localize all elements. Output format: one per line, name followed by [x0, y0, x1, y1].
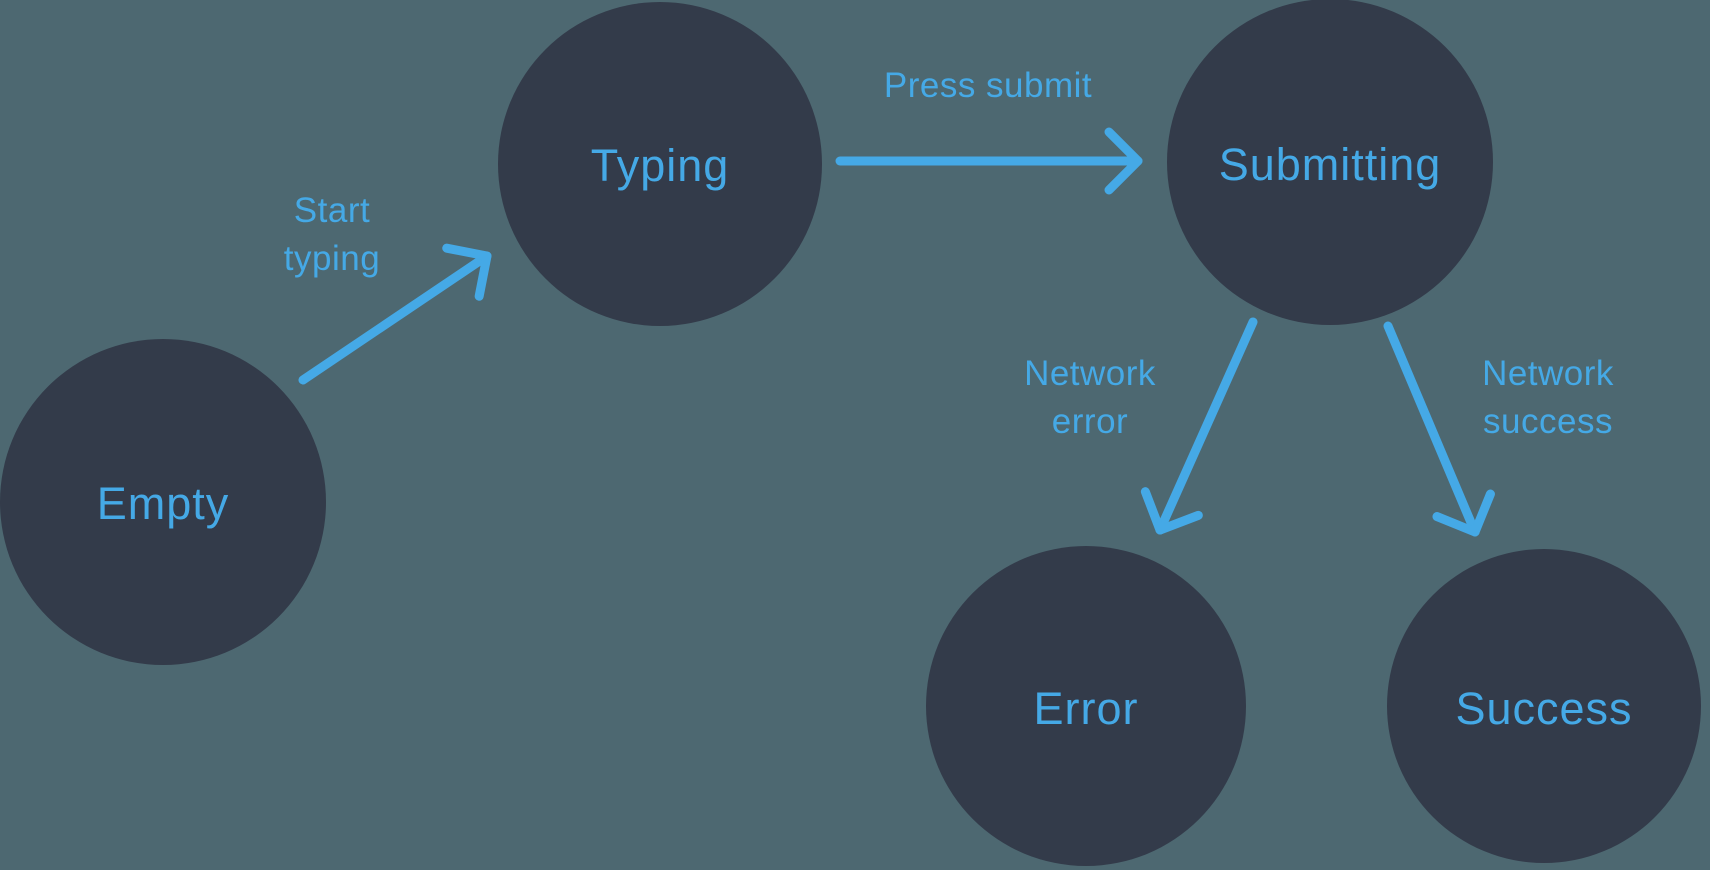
state-node-typing: Typing — [498, 2, 822, 326]
edge-arrow-network-success — [1383, 321, 1495, 537]
edge-network-success: Network success — [1383, 321, 1614, 537]
state-circle-success — [1387, 549, 1701, 863]
edge-label-network-error-line2: error — [1052, 402, 1128, 441]
state-node-empty: Empty — [0, 339, 326, 665]
state-circle-submitting — [1167, 0, 1493, 325]
edge-start-typing: Start typing — [284, 191, 492, 385]
state-circle-empty — [0, 339, 326, 665]
edge-label-network-success-line2: success — [1483, 402, 1613, 441]
state-circle-typing — [498, 2, 822, 326]
state-label-empty: Empty — [97, 478, 230, 529]
state-label-success: Success — [1455, 683, 1632, 734]
state-node-error: Error — [926, 546, 1246, 866]
state-label-submitting: Submitting — [1219, 139, 1442, 190]
state-label-error: Error — [1034, 683, 1139, 734]
state-circle-error — [926, 546, 1246, 866]
edge-arrow-start-typing — [298, 243, 492, 385]
edge-label-network-success-line1: Network — [1482, 354, 1614, 393]
edge-press-submit: Press submit — [835, 66, 1143, 195]
state-node-submitting: Submitting — [1167, 0, 1493, 325]
edge-arrow-network-error — [1140, 317, 1258, 535]
edge-label-network-error-line1: Network — [1024, 354, 1156, 393]
edge-label-start-typing-line1: Start — [294, 191, 370, 230]
edge-network-error: Network error — [1024, 317, 1258, 535]
state-node-success: Success — [1387, 549, 1701, 863]
edge-label-press-submit: Press submit — [884, 66, 1092, 105]
edge-label-start-typing-line2: typing — [284, 239, 380, 278]
state-label-typing: Typing — [591, 140, 730, 191]
